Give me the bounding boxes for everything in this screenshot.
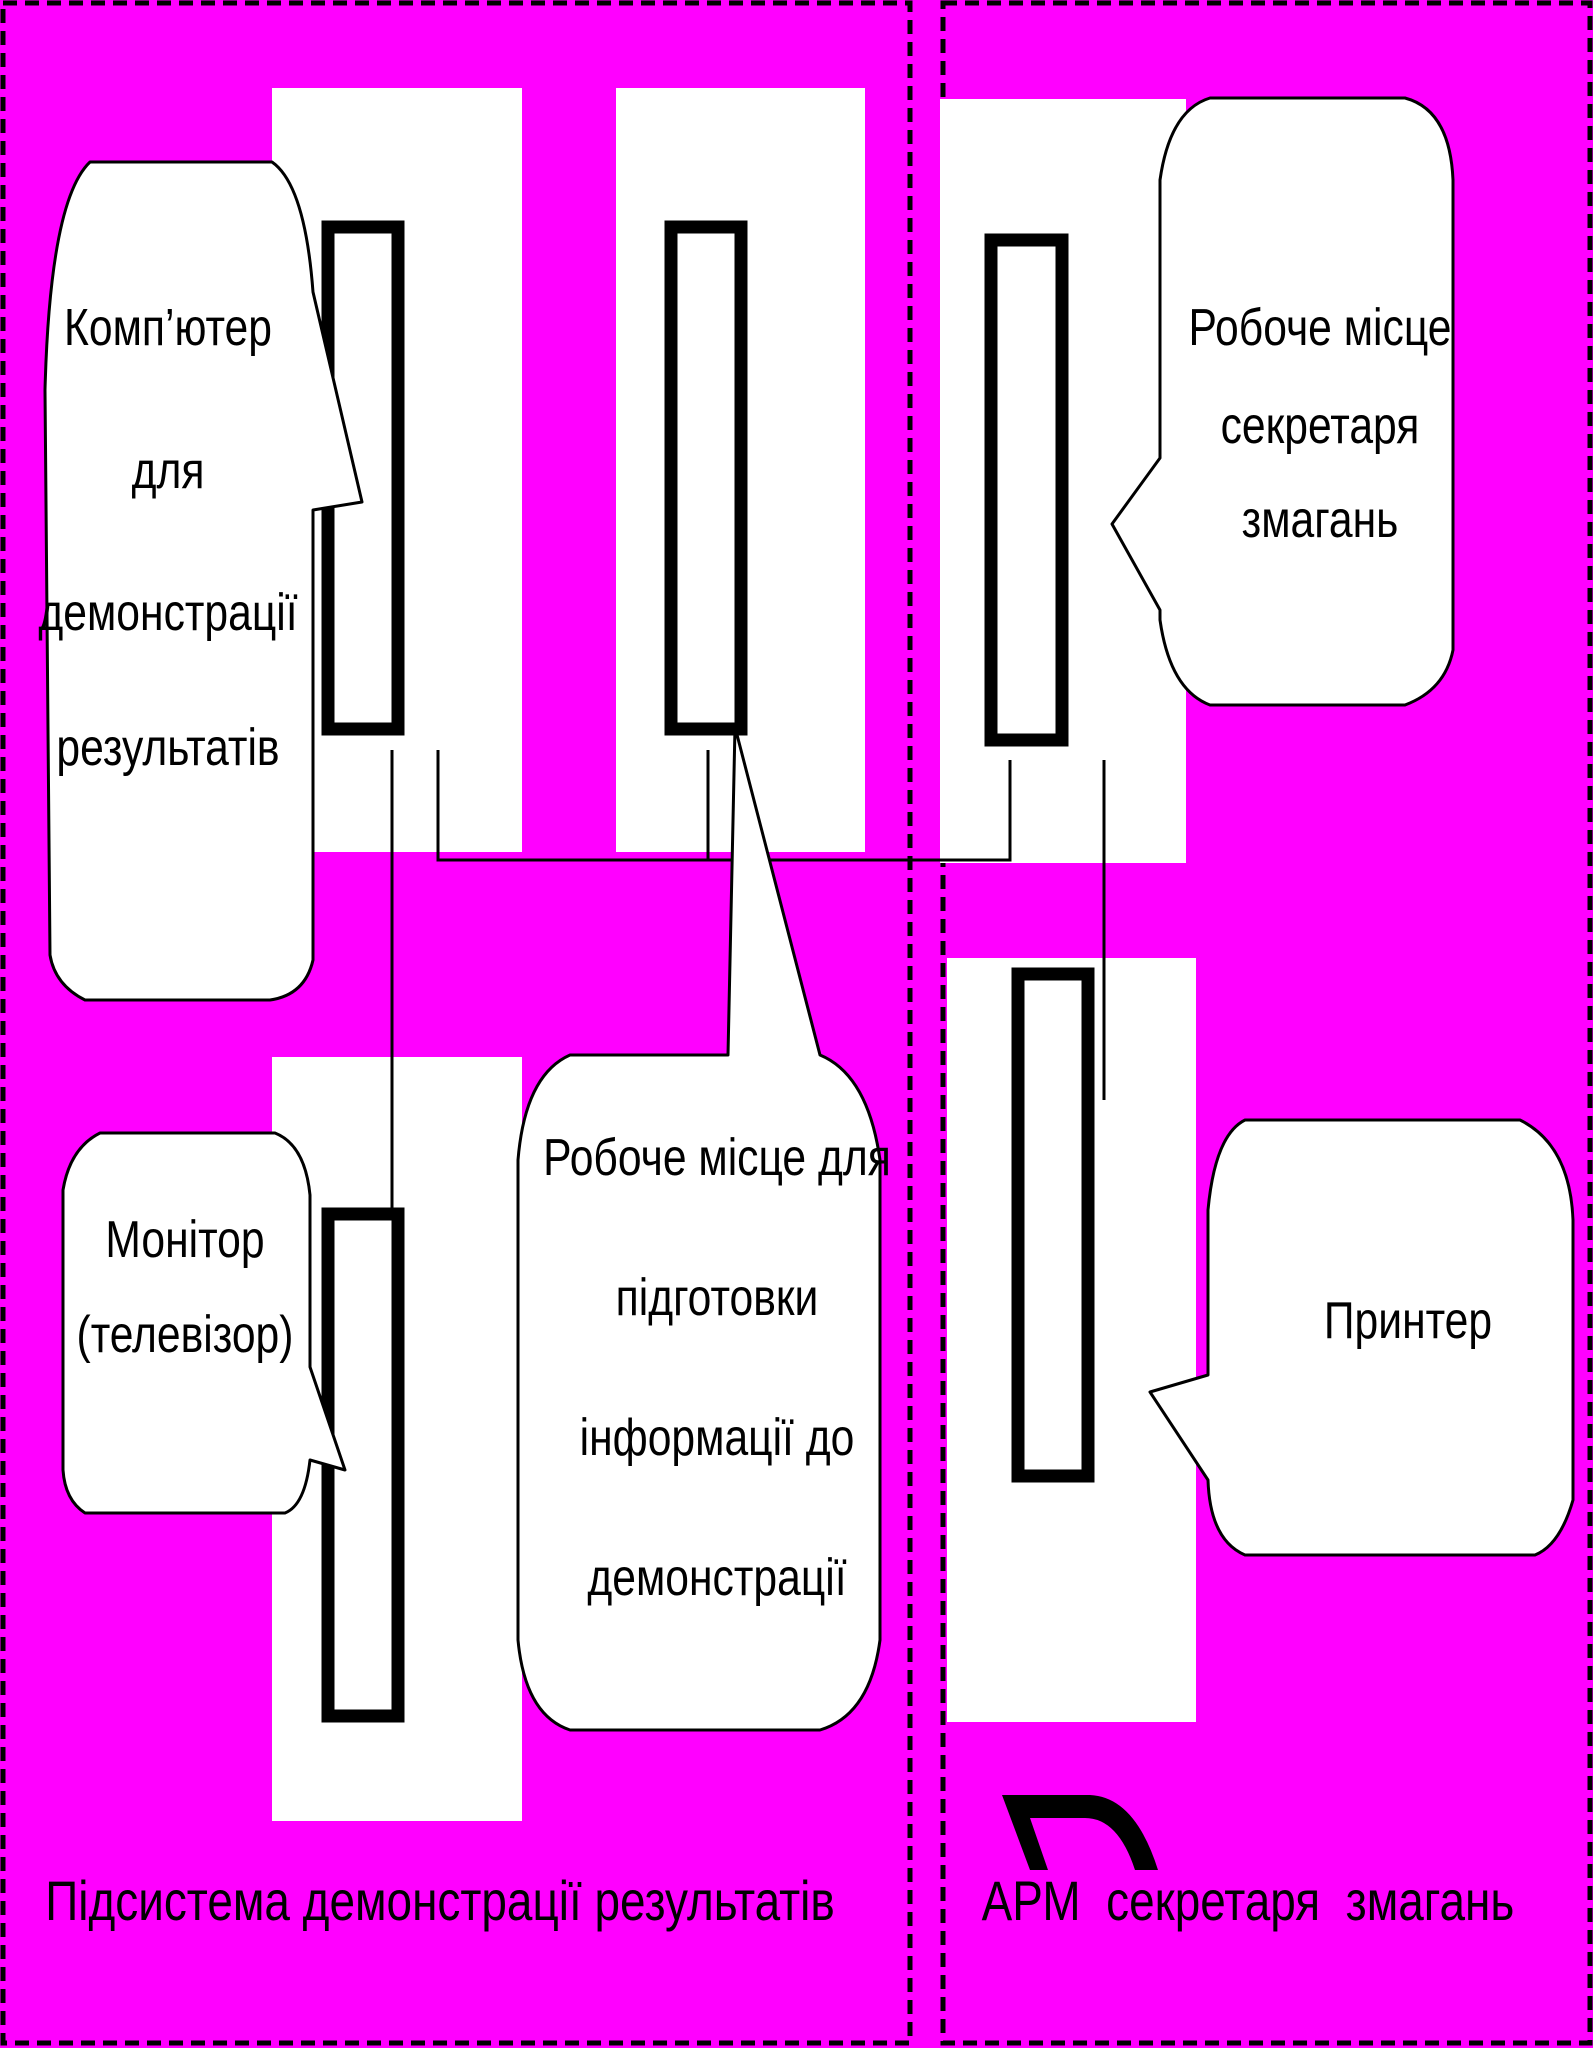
secretary-workstation-callout-line: Робоче місце xyxy=(1188,299,1451,357)
prep-workstation-device xyxy=(664,220,748,736)
secretary-workstation-callout-text: Робоче місце секретаря змагань xyxy=(1188,299,1451,549)
computer-callout-line: для xyxy=(132,442,205,500)
printer-callout-bubble xyxy=(1148,1118,1575,1557)
bracket-glyph xyxy=(1002,1795,1158,1870)
device-symbols xyxy=(321,220,1095,1723)
prep-workstation-callout-line: Робоче місце для xyxy=(543,1129,891,1187)
monitor-callout-line: Монітор xyxy=(105,1211,264,1269)
prep-workstation-callout-text: Робоче місце для підготовки інформації д… xyxy=(543,1129,891,1607)
secretary-workstation-device xyxy=(984,233,1069,747)
computer-callout-bubble xyxy=(43,160,364,1002)
secretary-subsystem-label: АРМ секретаря змагань xyxy=(982,1870,1515,1932)
printer-callout-text: Принтер xyxy=(1324,1292,1492,1350)
secretary-workstation-callout-bubble xyxy=(1110,96,1455,707)
monitor-callout-text: Монітор (телевізор) xyxy=(77,1211,294,1364)
prep-workstation-callout-line: інформації до xyxy=(580,1409,855,1467)
secretary-workstation-callout-line: змагань xyxy=(1242,491,1399,549)
computer-callout-line: демонстрації xyxy=(38,584,297,642)
prep-workstation-callout-line: демонстрації xyxy=(587,1549,846,1607)
computer-callout-line: результатів xyxy=(56,719,279,777)
printer-callout-line: Принтер xyxy=(1324,1292,1492,1350)
demo-subsystem-label: Підсистема демонстрації результатів xyxy=(45,1870,834,1932)
computer-callout-line: Комп’ютер xyxy=(64,299,272,357)
demo-subsystem-frame xyxy=(0,0,913,2046)
prep-workstation-callout-line: підготовки xyxy=(616,1269,819,1327)
network-bus-line xyxy=(436,750,1012,862)
callout-bubbles xyxy=(43,96,1575,1732)
secretary-workstation-callout-line: секретаря xyxy=(1221,397,1420,455)
monitor-callout-line: (телевізор) xyxy=(77,1306,294,1364)
prep-workstation-callout-bubble xyxy=(516,725,882,1732)
computer-device xyxy=(321,220,405,736)
connection-lines xyxy=(390,750,1106,1210)
monitor-callout-bubble xyxy=(61,1131,347,1515)
computer-callout-text: Комп’ютер для демонстрації результатів xyxy=(38,299,297,777)
printer-device xyxy=(1011,967,1095,1483)
